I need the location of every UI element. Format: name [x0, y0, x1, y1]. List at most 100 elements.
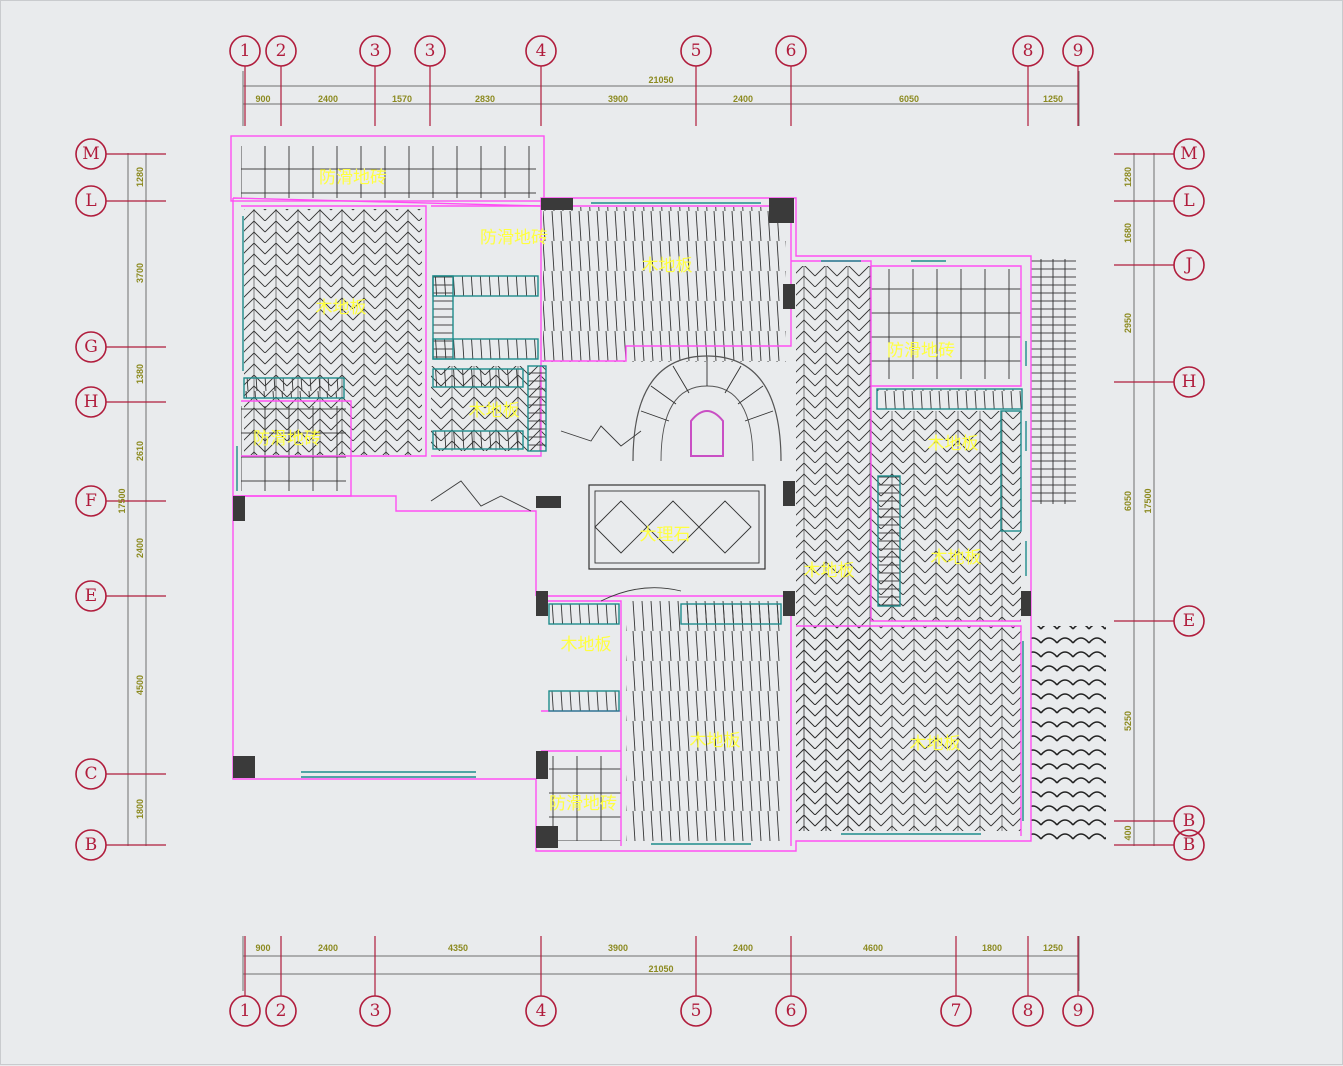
marble-floor: [588, 484, 766, 570]
right-seg-dim-3: 6050: [1123, 491, 1133, 511]
bottom-seg-dim-3: 3900: [608, 943, 628, 953]
windows: [236, 202, 1027, 845]
spiral-staircase: [632, 355, 782, 462]
label-top-center: 木地板: [642, 256, 693, 276]
right-seg-dim-1: 1680: [1123, 223, 1133, 243]
top-axis-3: 3: [414, 35, 446, 126]
label-right-bath: 防滑地砖: [887, 341, 955, 361]
right-total-dim: 17500: [1143, 488, 1153, 513]
bottom-right-floor: [796, 626, 1021, 831]
left-seg-dim-5: 4500: [135, 675, 145, 695]
left-axis-3: H: [75, 386, 166, 418]
bottom-axis-6: 7: [940, 936, 972, 1027]
bottom-seg-dim-1: 2400: [318, 943, 338, 953]
left-axis-5: E: [75, 580, 166, 612]
label-small-bath: 防滑地砖: [480, 228, 548, 248]
left-axis-0: M: [75, 138, 166, 170]
top-dimension-lines: [242, 71, 1080, 126]
left-axis-1: L: [75, 185, 166, 217]
bottom-axis-label-6: 7: [951, 1001, 962, 1021]
top-axis-8: 9: [1062, 35, 1094, 126]
left-dimension-lines: [127, 153, 147, 846]
right-axis-3: H: [1114, 366, 1205, 398]
bottom-seg-dim-7: 1250: [1043, 943, 1063, 953]
bottom-axis-label-2: 3: [370, 1001, 381, 1021]
pergola: [1031, 259, 1076, 504]
bottom-seg-dim-6: 1800: [982, 943, 1002, 953]
right-axis-label-5: B: [1183, 811, 1196, 831]
right-axis-0: M: [1114, 138, 1205, 170]
top-seg-dim-4: 3900: [608, 94, 628, 104]
bottom-seg-dim-0: 900: [255, 943, 270, 953]
bottom-axis-label-8: 9: [1073, 1001, 1084, 1021]
top-total-dim: 21050: [648, 75, 673, 85]
bottom-axis-0: 1: [229, 936, 261, 1027]
top-axis-label-5: 5: [691, 41, 702, 61]
roof-tiles: [1031, 626, 1106, 841]
top-seg-dim-5: 2400: [733, 94, 753, 104]
top-axis-label-0: 1: [240, 41, 251, 61]
top-seg-dim-6: 6050: [899, 94, 919, 104]
left-axis-7: B: [75, 829, 166, 861]
left-seg-dim-2: 1380: [135, 364, 145, 384]
right-axis-label-6: B: [1183, 835, 1196, 855]
wardrobes: [243, 275, 1023, 712]
bottom-bath-floor: [549, 756, 621, 841]
top-axis-1: 2: [265, 35, 297, 126]
bottom-axis-2: 3: [359, 936, 391, 1027]
top-seg-dim-2: 1570: [392, 94, 412, 104]
bottom-axis-3: 4: [525, 936, 557, 1027]
floor-regions: [241, 146, 1106, 841]
left-axis-label-7: B: [85, 835, 98, 855]
bottom-axis-4: 5: [680, 936, 712, 1027]
bottom-axis-8: 9: [1062, 936, 1094, 1027]
bottom-axis-label-7: 8: [1023, 1001, 1034, 1021]
left-axis-label-1: L: [85, 191, 96, 211]
label-bottom-center: 木地板: [690, 731, 741, 751]
right-seg-dim-5: 400: [1123, 825, 1133, 840]
right-seg-dim-2: 2950: [1123, 313, 1133, 333]
label-marble: 大理石: [640, 525, 691, 545]
left-bath-floor: [241, 406, 346, 491]
left-seg-dim-6: 1800: [135, 799, 145, 819]
bottom-center-floor: [626, 601, 784, 841]
right-axis-label-3: H: [1182, 372, 1197, 392]
right-axis-2: J: [1114, 249, 1205, 281]
top-axis-5: 5: [680, 35, 712, 126]
left-axis-label-0: M: [82, 144, 99, 164]
right-seg-dim-4: 5250: [1123, 711, 1133, 731]
top-axis-label-1: 2: [276, 41, 287, 61]
top-axis-label-7: 8: [1023, 41, 1034, 61]
label-left-bedroom: 木地板: [316, 298, 367, 318]
right-bath-floor: [871, 269, 1021, 379]
room-labels: 防滑地砖 木地板 防滑地砖 防滑地砖 木地板 木地板 大理石 木地板 防滑地砖 …: [253, 168, 982, 814]
left-seg-dim-0: 1280: [135, 167, 145, 187]
top-center-floor: [543, 207, 786, 362]
break-lines: [430, 425, 682, 602]
right-dimension-lines: [1133, 153, 1155, 846]
top-axis-label-3: 3: [425, 41, 436, 61]
left-axis-label-3: H: [84, 392, 99, 412]
label-closet: 木地板: [469, 401, 520, 421]
bottom-axis-1: 2: [265, 936, 297, 1027]
top-axis-6: 6: [775, 35, 807, 126]
label-right-room-upper: 木地板: [928, 434, 979, 454]
top-seg-dim-7: 1250: [1043, 94, 1063, 104]
left-axis-2: G: [75, 331, 166, 363]
right-axis-label-2: J: [1184, 255, 1193, 275]
columns: [233, 198, 1031, 848]
right-axis-markers: ML J H E BB: [1114, 138, 1205, 861]
left-axis-4: F: [75, 485, 166, 517]
top-axis-2: 3: [359, 35, 391, 126]
right-axis-4: E: [1114, 605, 1205, 637]
top-axis-7: 8: [1012, 35, 1044, 126]
right-axis-1: L: [1114, 185, 1205, 217]
bottom-axis-5: 6: [775, 936, 807, 1027]
top-axis-label-4: 4: [536, 41, 547, 61]
label-corridor: 木地板: [804, 561, 855, 581]
bottom-axis-label-1: 2: [276, 1001, 287, 1021]
